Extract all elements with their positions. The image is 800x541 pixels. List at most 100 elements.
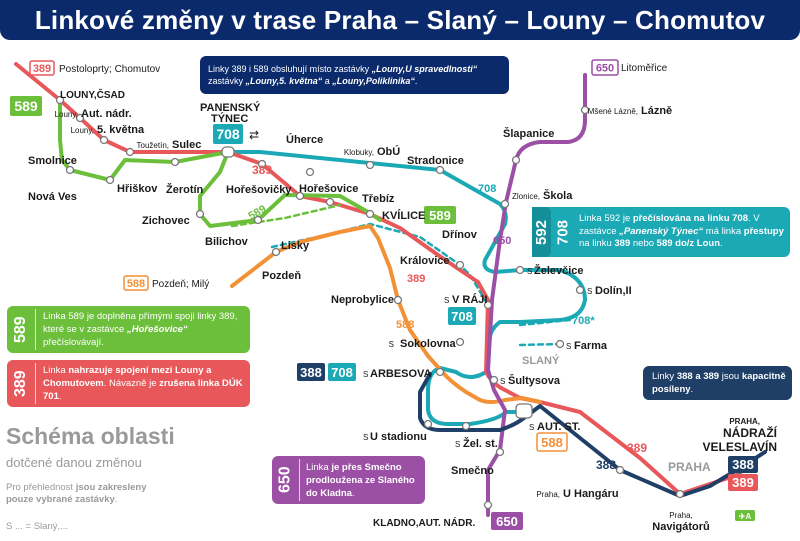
- stop-trebiz: Třebíz: [362, 193, 395, 205]
- badge-389-nadr: 389: [732, 475, 754, 490]
- stop-louny-5kv: 5. května: [97, 124, 145, 136]
- stop-postoloprty: Postoloprty; Chomutov: [59, 64, 160, 75]
- stop-klobuky-prefix: Klobuky,: [344, 148, 374, 157]
- note-389-b: nahrazuje spojení mezi Louny a Chomutove…: [43, 365, 212, 389]
- note-388: Linky 388 a 389 jsou kapacitně posíleny.: [643, 366, 792, 400]
- note-top-d: „Louny,5. května“: [245, 76, 323, 86]
- note-top-a: Linky 389 i 589 obsluhují místo zastávky: [208, 64, 372, 74]
- note-592-e: má linka: [703, 225, 744, 237]
- note-592-d: „Panenský Týnec“: [619, 225, 704, 237]
- page-title: Linkové změny v trase Praha – Slaný – Lo…: [34, 4, 766, 35]
- badge-588-aut: 588: [541, 435, 563, 450]
- stop-zichovec: Zichovec: [142, 215, 190, 227]
- label-588-track: 588: [396, 319, 414, 331]
- stop-sokolovna: Sokolovna: [400, 338, 457, 350]
- stop-tynec: TÝNEC: [211, 112, 248, 125]
- stop-zlonice-prefix: Zlonice,: [512, 192, 540, 201]
- stop-louny-aut-prefix: Louny,: [55, 110, 78, 119]
- stop-drinov: Dřínov: [442, 229, 478, 241]
- stop-farma: Farma: [574, 340, 608, 352]
- legend-title: Schéma oblasti: [6, 423, 175, 449]
- s-prefix-sokolovna: S: [389, 340, 394, 349]
- note-592-badge-b: 708: [554, 219, 572, 245]
- stop-nova-ves: Nová Ves: [28, 191, 77, 203]
- stop-smecno: Smečno: [451, 465, 494, 477]
- note-592-badge-a: 592: [532, 207, 551, 257]
- stop-klobuky: ObÚ: [377, 145, 400, 158]
- note-top-b: „Louny,U spravedlnosti“: [371, 64, 478, 74]
- stop-zel-st: Žel. st.: [463, 437, 498, 450]
- route-650: [486, 73, 587, 517]
- note-389-badge: 389: [12, 370, 29, 397]
- note-592-h: 389: [614, 238, 631, 250]
- stop-panensky: PANENSKÝ: [200, 101, 261, 114]
- note-592: 592 708 Linka 592 je přečíslována na lin…: [532, 207, 790, 257]
- badge-650-top: 650: [596, 63, 614, 75]
- note-589-a: Linka 589 je doplněna přímými spoji link…: [43, 311, 238, 335]
- note-592-b: přečíslována na linku 708: [632, 213, 748, 225]
- legend-abbr: S ... = Slaný,...: [6, 521, 69, 532]
- train-icon: ⇄: [249, 128, 259, 142]
- badge-388-nadr: 388: [732, 457, 754, 472]
- stop-kralovice: Královice: [400, 255, 450, 267]
- stop-louny-aut: Aut. nádr.: [81, 108, 132, 120]
- stop-kvilice: KVÍLICE: [382, 209, 425, 222]
- note-592-g: na linku: [579, 238, 615, 250]
- stop-u-stadionu: U stadionu: [370, 431, 427, 443]
- route-589: [58, 98, 382, 228]
- stop-sultysova: Šultysova: [508, 374, 561, 387]
- badge-388-arb: 388: [300, 365, 322, 380]
- s-prefix-arbesova: S: [363, 370, 368, 379]
- stop-touzetin-prefix: Toužetín,: [137, 141, 169, 150]
- stop-zelevcice: Želevčice: [534, 264, 584, 277]
- label-388-praha: 388: [596, 458, 616, 472]
- badge-589-kvilice: 589: [429, 208, 451, 223]
- note-top-f: „Louny,Poliklinika“: [332, 76, 415, 86]
- label-708-star: 708*: [572, 315, 595, 327]
- stop-zerotin: Žerotín: [166, 183, 204, 196]
- badge-650-bottom: 650: [496, 514, 518, 529]
- stop-smolnice: Smolnice: [28, 155, 77, 167]
- note-389-c: . Návazně je: [103, 378, 160, 389]
- legend-note-b: jsou zakresleny pouze vybrané zastávky: [6, 482, 147, 505]
- s-prefix-zelevcice: S: [527, 267, 532, 276]
- note-388-c: jsou: [719, 371, 742, 382]
- stop-zlonice: Škola: [543, 189, 573, 202]
- stop-msene-prefix: Mšené Lázně,: [588, 107, 638, 116]
- note-388-a: Linky: [652, 371, 677, 382]
- note-589-badge: 589: [12, 316, 29, 343]
- s-prefix-zelst: S: [455, 440, 460, 449]
- note-589-b: „Hořešovice“: [126, 324, 188, 335]
- note-592-f: přestupy: [743, 225, 784, 237]
- legend-note-a: Pro přehlednost: [6, 482, 76, 493]
- praha-label: PRAHA: [668, 460, 711, 474]
- stop-horesovicky: Hořešovičky: [226, 184, 292, 196]
- note-389-e: .: [58, 391, 62, 402]
- note-388-d: kapacitně posíleny: [652, 371, 786, 395]
- stop-slapanice: Šlapanice: [503, 127, 554, 140]
- legend-note: Pro přehlednost jsou zakresleny pouze vy…: [6, 482, 156, 506]
- note-389-d: zrušena linka DÚK 701: [43, 378, 243, 402]
- legend-subtitle: dotčené danou změnou: [6, 455, 142, 470]
- stop-louny-csad: LOUNY,ČSAD: [60, 88, 125, 101]
- badge-708-vraji: 708: [451, 309, 473, 324]
- badge-708-tynec: 708: [216, 126, 240, 142]
- label-389-kral: 389: [407, 273, 425, 285]
- stop-stradonice: Stradonice: [407, 155, 464, 167]
- stop-u-hangaru: U Hangáru: [563, 488, 619, 500]
- route-388: [418, 372, 767, 498]
- stop-litomerice: Litoměřice: [621, 63, 668, 74]
- badge-389-top: 389: [33, 63, 51, 75]
- stop-pozden: Pozdeň: [262, 270, 301, 282]
- route-708: [226, 150, 587, 426]
- s-prefix-farma: S: [566, 342, 571, 351]
- note-650: 650 Linka je přes Smečno prodloužena ze …: [272, 456, 425, 504]
- stop-lisky: Lisky: [281, 240, 310, 252]
- note-389-a: Linka: [43, 365, 69, 376]
- label-389-hor: 389: [252, 163, 272, 177]
- stop-msene: Lázně: [641, 105, 672, 117]
- note-top-c: zastávky: [208, 76, 246, 86]
- note-592-a: Linka 592 je: [579, 213, 633, 225]
- legend-note-c: .: [114, 494, 118, 505]
- stop-kladno: KLADNO,AUT. NÁDR.: [373, 516, 475, 529]
